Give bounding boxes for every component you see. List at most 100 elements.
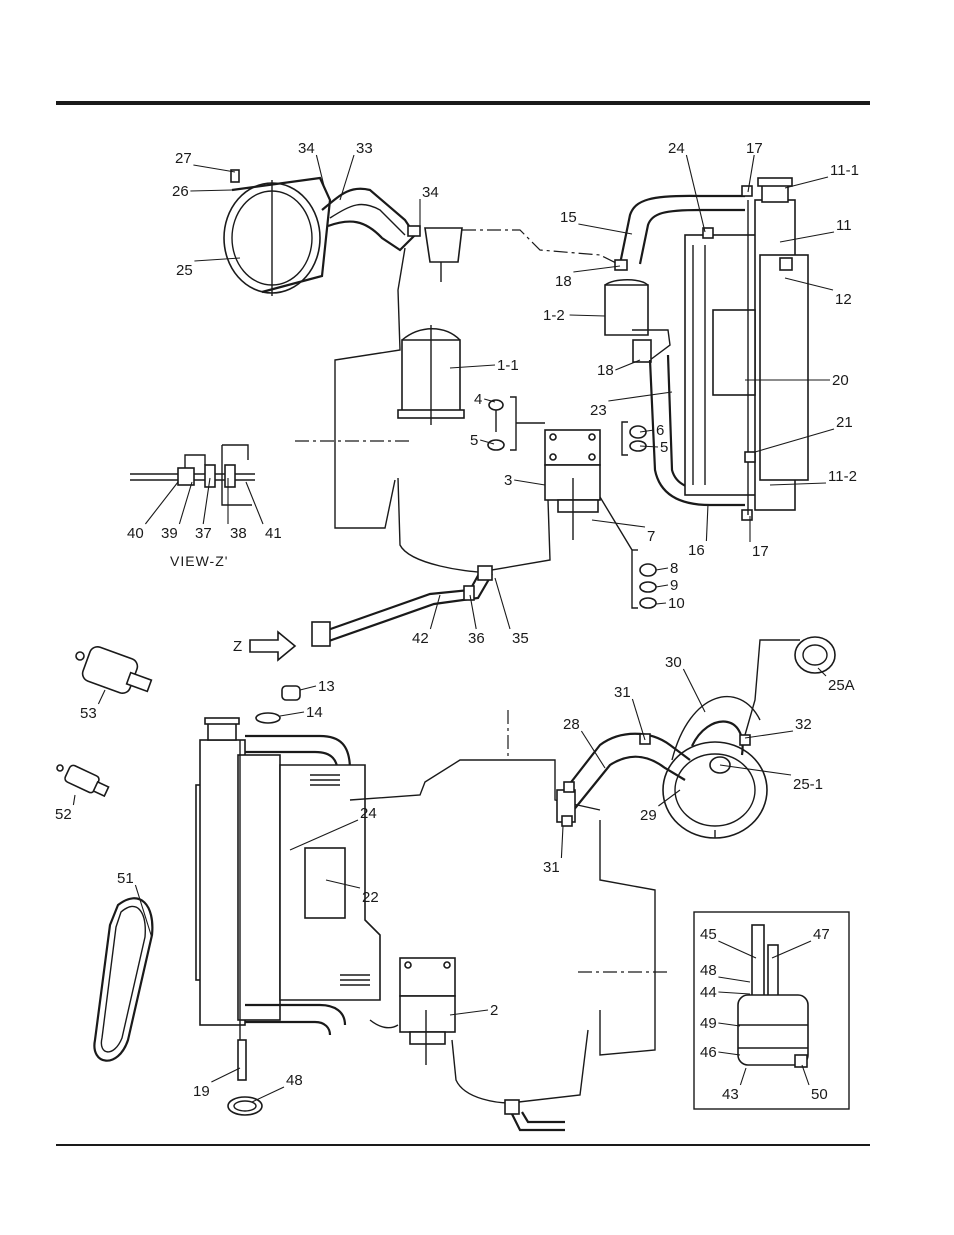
callout-c51: 51 <box>117 870 134 887</box>
leader-c7 <box>592 520 645 527</box>
engine-mount-upper <box>545 430 600 540</box>
filler-cap <box>256 686 300 723</box>
leader-c10 <box>656 603 666 604</box>
callout-c32: 32 <box>795 716 812 733</box>
callout-c25A: 25A <box>828 677 855 694</box>
leader-c31b <box>561 826 563 858</box>
leader-c26 <box>190 190 232 191</box>
leader-c52 <box>73 795 75 805</box>
callout-c7: 7 <box>647 528 655 545</box>
lower-assembly <box>57 637 849 1130</box>
drain-pipe-lower <box>505 1100 565 1130</box>
leader-c24a <box>686 155 705 232</box>
callout-c43: 43 <box>722 1086 739 1103</box>
callout-c31a: 31 <box>614 684 631 701</box>
callout-c41: 41 <box>265 525 282 542</box>
callout-c3: 3 <box>504 472 512 489</box>
callout-c27: 27 <box>175 150 192 167</box>
leader-c45 <box>718 941 756 958</box>
callout-c38: 38 <box>230 525 247 542</box>
callout-c24b: 24 <box>360 805 377 822</box>
radiator-upper <box>685 178 808 515</box>
callout-c47: 47 <box>813 926 830 943</box>
callout-c15: 15 <box>560 209 577 226</box>
callout-c4: 4 <box>474 391 482 408</box>
leader-c14 <box>280 712 304 716</box>
leader-c13 <box>300 686 316 690</box>
callout-c13: 13 <box>318 678 335 695</box>
callout-c1-1: 1-1 <box>497 357 519 374</box>
washer-stack-lower <box>600 497 656 608</box>
callout-c48b: 48 <box>700 962 717 979</box>
callout-c12: 12 <box>835 291 852 308</box>
leader-c18b <box>615 360 640 370</box>
callout-c42: 42 <box>412 630 429 647</box>
callout-c21: 21 <box>836 414 853 431</box>
sensor-53 <box>76 645 151 696</box>
leader-c46 <box>718 1052 740 1055</box>
fan-shroud <box>280 765 380 1000</box>
callout-c34a: 34 <box>298 140 315 157</box>
callout-c34b: 34 <box>422 184 439 201</box>
fan-belt <box>94 898 152 1060</box>
sensor-52 <box>57 764 109 796</box>
leader-c9 <box>656 585 668 587</box>
callout-c40: 40 <box>127 525 144 542</box>
callout-c52: 52 <box>55 806 72 823</box>
leader-c15 <box>578 224 632 234</box>
intake-hose <box>322 189 420 250</box>
leader-c40 <box>145 482 178 524</box>
callout-c17a: 17 <box>746 140 763 157</box>
callout-c31b: 31 <box>543 859 560 876</box>
view-z-detail: VIEW-Z' <box>130 445 255 569</box>
oil-filter <box>398 325 464 425</box>
leader-c34a <box>316 155 325 190</box>
leader-c16 <box>706 504 708 541</box>
callout-c1-2: 1-2 <box>543 307 565 324</box>
leader-c49 <box>718 1023 740 1026</box>
leader-c3 <box>514 480 545 485</box>
leader-c28 <box>581 731 605 768</box>
callout-c2: 2 <box>490 1002 498 1019</box>
leader-c19 <box>211 1068 240 1082</box>
leader-c48a <box>252 1087 284 1102</box>
leader-c43 <box>740 1068 746 1085</box>
leader-c35 <box>495 578 510 629</box>
leader-c50 <box>802 1065 809 1085</box>
washer-stack-right <box>622 422 646 455</box>
callout-c39: 39 <box>161 525 178 542</box>
callout-c49: 49 <box>700 1015 717 1032</box>
callout-c23: 23 <box>590 402 607 419</box>
callout-c20: 20 <box>832 372 849 389</box>
callout-c44: 44 <box>700 984 717 1001</box>
callout-c18b: 18 <box>597 362 614 379</box>
leader-c1-2 <box>570 315 605 316</box>
callout-c26: 26 <box>172 183 189 200</box>
callout-c10: 10 <box>668 595 685 612</box>
leader-c32 <box>745 731 793 738</box>
leader-c30 <box>683 669 705 712</box>
leader-c33 <box>340 155 354 200</box>
z-marker: Z <box>233 638 242 655</box>
air-cleaner <box>224 170 330 296</box>
leader-c42 <box>430 595 440 629</box>
element-25a <box>795 637 835 673</box>
leader-c44 <box>718 992 750 994</box>
bolt-washer-left <box>488 397 545 450</box>
callout-c36: 36 <box>468 630 485 647</box>
callout-c53: 53 <box>80 705 97 722</box>
callout-c18a: 18 <box>555 273 572 290</box>
callout-c5b: 5 <box>660 439 668 456</box>
leader-c18a <box>573 266 620 272</box>
z-arrow: Z <box>233 632 295 660</box>
fuel-filter <box>605 280 670 362</box>
callout-c48a: 48 <box>286 1072 303 1089</box>
callout-c24a: 24 <box>668 140 685 157</box>
callout-c30: 30 <box>665 654 682 671</box>
callout-c45: 45 <box>700 926 717 943</box>
callout-c50: 50 <box>811 1086 828 1103</box>
upper-assembly: VIEW-Z' Z <box>130 170 808 660</box>
leader-c8 <box>656 568 668 570</box>
water-separator <box>425 228 462 282</box>
callout-c5a: 5 <box>470 432 478 449</box>
